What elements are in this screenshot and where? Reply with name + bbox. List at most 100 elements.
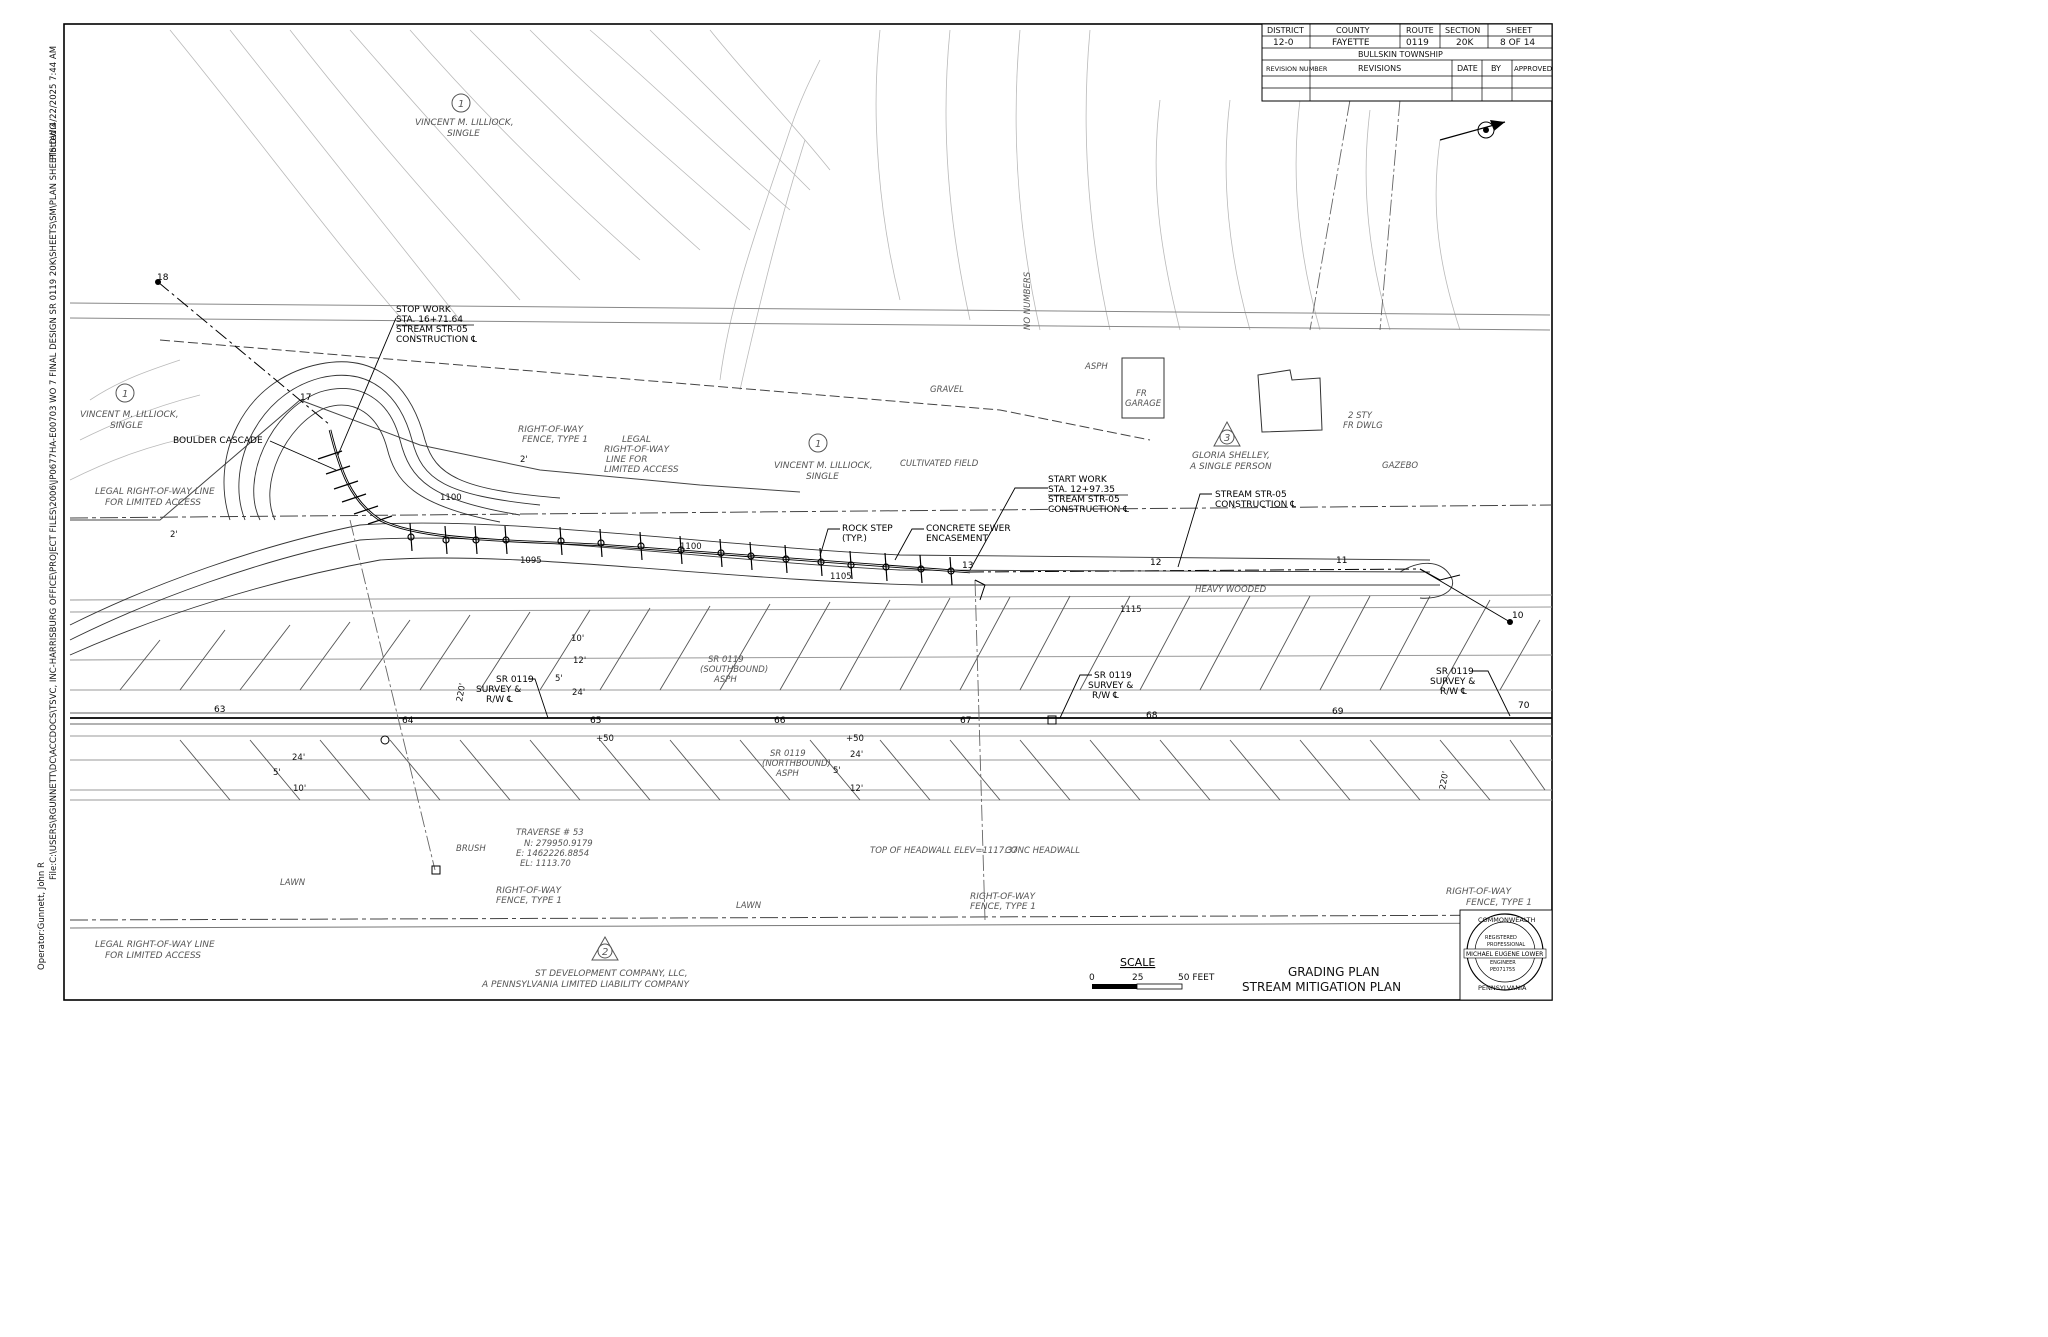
lawn-label-2: LAWN — [736, 901, 762, 911]
sr0119-centerline — [70, 712, 1552, 725]
dim-220-a: 220' — [455, 683, 468, 703]
dimension-labels: 2' 2' 10' 12' 5' 24' 24' 5' 10' 12' 5' 2… — [170, 455, 1451, 794]
dim-plus50-a: +50 — [596, 734, 614, 744]
tb-header-district: DISTRICT — [1267, 26, 1304, 35]
boulder-cascade-icon — [325, 465, 351, 475]
survey-2-line-3: R/W ℄ — [1092, 691, 1119, 701]
sb-label-2: (SOUTHBOUND) — [700, 665, 768, 675]
rock-step-node-icon — [677, 546, 685, 554]
station-70: 70 — [1518, 701, 1530, 711]
row-fence-4-line-1: RIGHT-OF-WAY — [1446, 887, 1513, 897]
rock-step-icon — [719, 538, 723, 568]
drainage-structures — [380, 568, 1461, 875]
seal-role: ENGINEER — [1490, 960, 1516, 966]
dim-plus50-b: +50 — [846, 734, 864, 744]
scale-tick-0: 0 — [1089, 973, 1095, 983]
parcel-1-label-b: 1 — [122, 389, 128, 400]
dwelling-label-1: 2 STY — [1348, 411, 1373, 421]
rock-step-node-icon — [747, 552, 755, 560]
boulder-cascade-icon — [317, 450, 343, 460]
owner-shelley: GLORIA SHELLEY, — [1192, 451, 1270, 461]
station-67: 67 — [960, 716, 971, 726]
dim-5-b: 5' — [273, 768, 281, 778]
dim-24-c: 24' — [850, 750, 863, 760]
row-fence-4-line-2: FENCE, TYPE 1 — [1466, 898, 1532, 908]
dim-24-b: 24' — [292, 753, 305, 763]
nb-label-3: ASPH — [775, 769, 799, 779]
parcel-2-label: 2 — [602, 947, 608, 958]
survey-1-line-3: R/W ℄ — [486, 695, 513, 705]
rock-step-icon — [784, 544, 788, 574]
rock-step-icon — [639, 531, 643, 561]
legal-row-3-line-1: LEGAL — [622, 435, 651, 445]
rock-step-icon — [409, 522, 413, 552]
tb-value-route: 0119 — [1406, 38, 1429, 48]
legal-row-3-line-3: LINE FOR — [606, 455, 647, 465]
row-fence-3-line-1: RIGHT-OF-WAY — [970, 892, 1037, 902]
tb-by: BY — [1491, 64, 1501, 73]
row-fence-2-line-2: FENCE, TYPE 1 — [496, 896, 562, 906]
nb-label-1: SR 0119 — [770, 749, 806, 759]
stream-callout-line-1: STREAM STR-05 — [1215, 490, 1287, 500]
rock-step-icon — [919, 554, 923, 584]
dim-12-b: 12' — [850, 784, 863, 794]
start-work-line-3: STREAM STR-05 — [1048, 495, 1120, 505]
tb-township: BULLSKIN TOWNSHIP — [1358, 50, 1443, 59]
plan-sheet: Plotted:4/22/2025 7:44 AM File:C:\USERS\… — [37, 23, 1553, 1001]
contour-1100-a: 1100 — [440, 493, 462, 503]
dwelling-label-2: FR DWLG — [1343, 421, 1383, 431]
garage-label-2: GARAGE — [1125, 399, 1162, 409]
owner-shelley-status: A SINGLE PERSON — [1189, 462, 1272, 472]
dwelling-outline — [1257, 369, 1323, 433]
stop-work-line-2: STA. 16+71.64 — [396, 315, 463, 325]
rock-step-icon — [679, 535, 683, 565]
station-63: 63 — [214, 705, 225, 715]
rock-step-node-icon — [407, 533, 415, 541]
seal-bottom-text: PENNSYLVANIA — [1478, 984, 1527, 992]
boulder-cascade-icon — [353, 505, 379, 515]
scale-label: SCALE — [1120, 956, 1155, 969]
row-fence-3-line-2: FENCE, TYPE 1 — [970, 902, 1036, 912]
rock-step-icon — [949, 556, 953, 586]
start-work-line-1: START WORK — [1048, 475, 1108, 485]
survey-3-line-2: SURVEY & — [1430, 677, 1475, 687]
garage-outline — [1121, 357, 1165, 419]
property-lines — [349, 99, 1401, 921]
tb-header-route: ROUTE — [1406, 26, 1434, 35]
rock-steps — [317, 450, 955, 586]
scale-tick-25: 25 — [1132, 973, 1143, 983]
rock-step-node-icon — [917, 565, 925, 573]
traverse-label-2: N: 279950.9179 — [524, 839, 593, 849]
plot-file: File:C:\USERS\RGUNNETT\DC\ACCDOCS\TSVC, … — [49, 123, 59, 880]
rock-step-icon — [559, 526, 563, 556]
rock-step-node-icon — [502, 536, 510, 544]
contour-1095: 1095 — [520, 556, 542, 566]
survey-3-line-3: R/W ℄ — [1440, 687, 1467, 697]
legal-row-1-line-1: LEGAL RIGHT-OF-WAY LINE — [95, 487, 215, 497]
tb-approved: APPROVED — [1514, 65, 1552, 73]
north-arrow-icon — [1439, 120, 1506, 141]
stream-centerline — [157, 281, 1511, 623]
stream-callout-line-2: CONSTRUCTION ℄ — [1215, 500, 1296, 510]
brush-label: BRUSH — [456, 844, 486, 854]
rock-step-node-icon — [472, 536, 480, 544]
owner-st-dev: ST DEVELOPMENT COMPANY, LLC, — [535, 969, 688, 979]
plot-operator: Operator:Gunnett, John R — [37, 862, 47, 970]
title-block: DISTRICT COUNTY ROUTE SECTION SHEET 12-0… — [1261, 23, 1553, 102]
rock-step-icon — [884, 552, 888, 582]
tb-date: DATE — [1457, 64, 1478, 73]
owner-lilliock-3-status: SINGLE — [806, 472, 839, 482]
owner-labels: VINCENT M. LILLIOCK, SINGLE VINCENT M. L… — [80, 118, 1272, 990]
survey-1-line-2: SURVEY & — [476, 685, 521, 695]
row-fence-2-line-1: RIGHT-OF-WAY — [496, 886, 563, 896]
rock-step-line-2: (TYP.) — [842, 534, 867, 544]
dim-10-b: 10' — [293, 784, 306, 794]
legal-row-2-line-1: LEGAL RIGHT-OF-WAY LINE — [95, 940, 215, 950]
tb-rev-number: REVISION NUMBER — [1266, 65, 1328, 73]
conc-headwall-label: CONC HEADWALL — [1005, 846, 1080, 856]
station-labels: 63 64 65 66 67 68 69 70 — [214, 701, 1530, 726]
cultivated-field-label: CULTIVATED FIELD — [900, 459, 979, 469]
rock-step-icon — [474, 525, 478, 555]
sewer-line-1: CONCRETE SEWER — [926, 524, 1011, 534]
start-work-line-2: STA. 12+97.35 — [1048, 485, 1115, 495]
